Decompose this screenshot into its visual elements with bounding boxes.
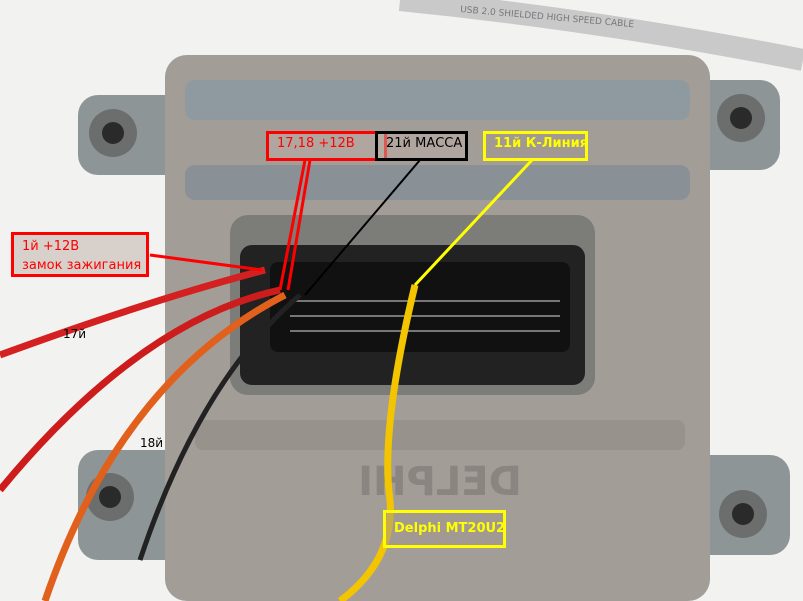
mounting-ears <box>78 80 790 560</box>
label-pin-1-line2: замок зажигания <box>22 258 142 273</box>
usb-cable <box>398 0 803 71</box>
label-wire-17: 17й <box>63 327 87 341</box>
label-pin-11: 11й К-Линия <box>483 131 588 161</box>
wire-21 <box>137 293 302 561</box>
connector-pins <box>290 300 560 332</box>
wire-11 <box>337 284 419 601</box>
wire-18 <box>41 291 287 601</box>
wire-17 <box>0 286 281 493</box>
wire-1 <box>0 266 266 359</box>
label-wire-18: 18й <box>140 436 164 450</box>
label-model: Delphi MT20U2 <box>383 510 506 548</box>
label-pin-21: 21й МАССА <box>375 131 468 161</box>
label-pin-1: 1й +12В замок зажигания <box>11 232 149 277</box>
embossed-brand: DELPHI <box>358 459 522 505</box>
label-pin-1-line1: 1й +12В <box>22 239 80 254</box>
label-pins-17-18: 17,18 +12В <box>266 131 387 161</box>
